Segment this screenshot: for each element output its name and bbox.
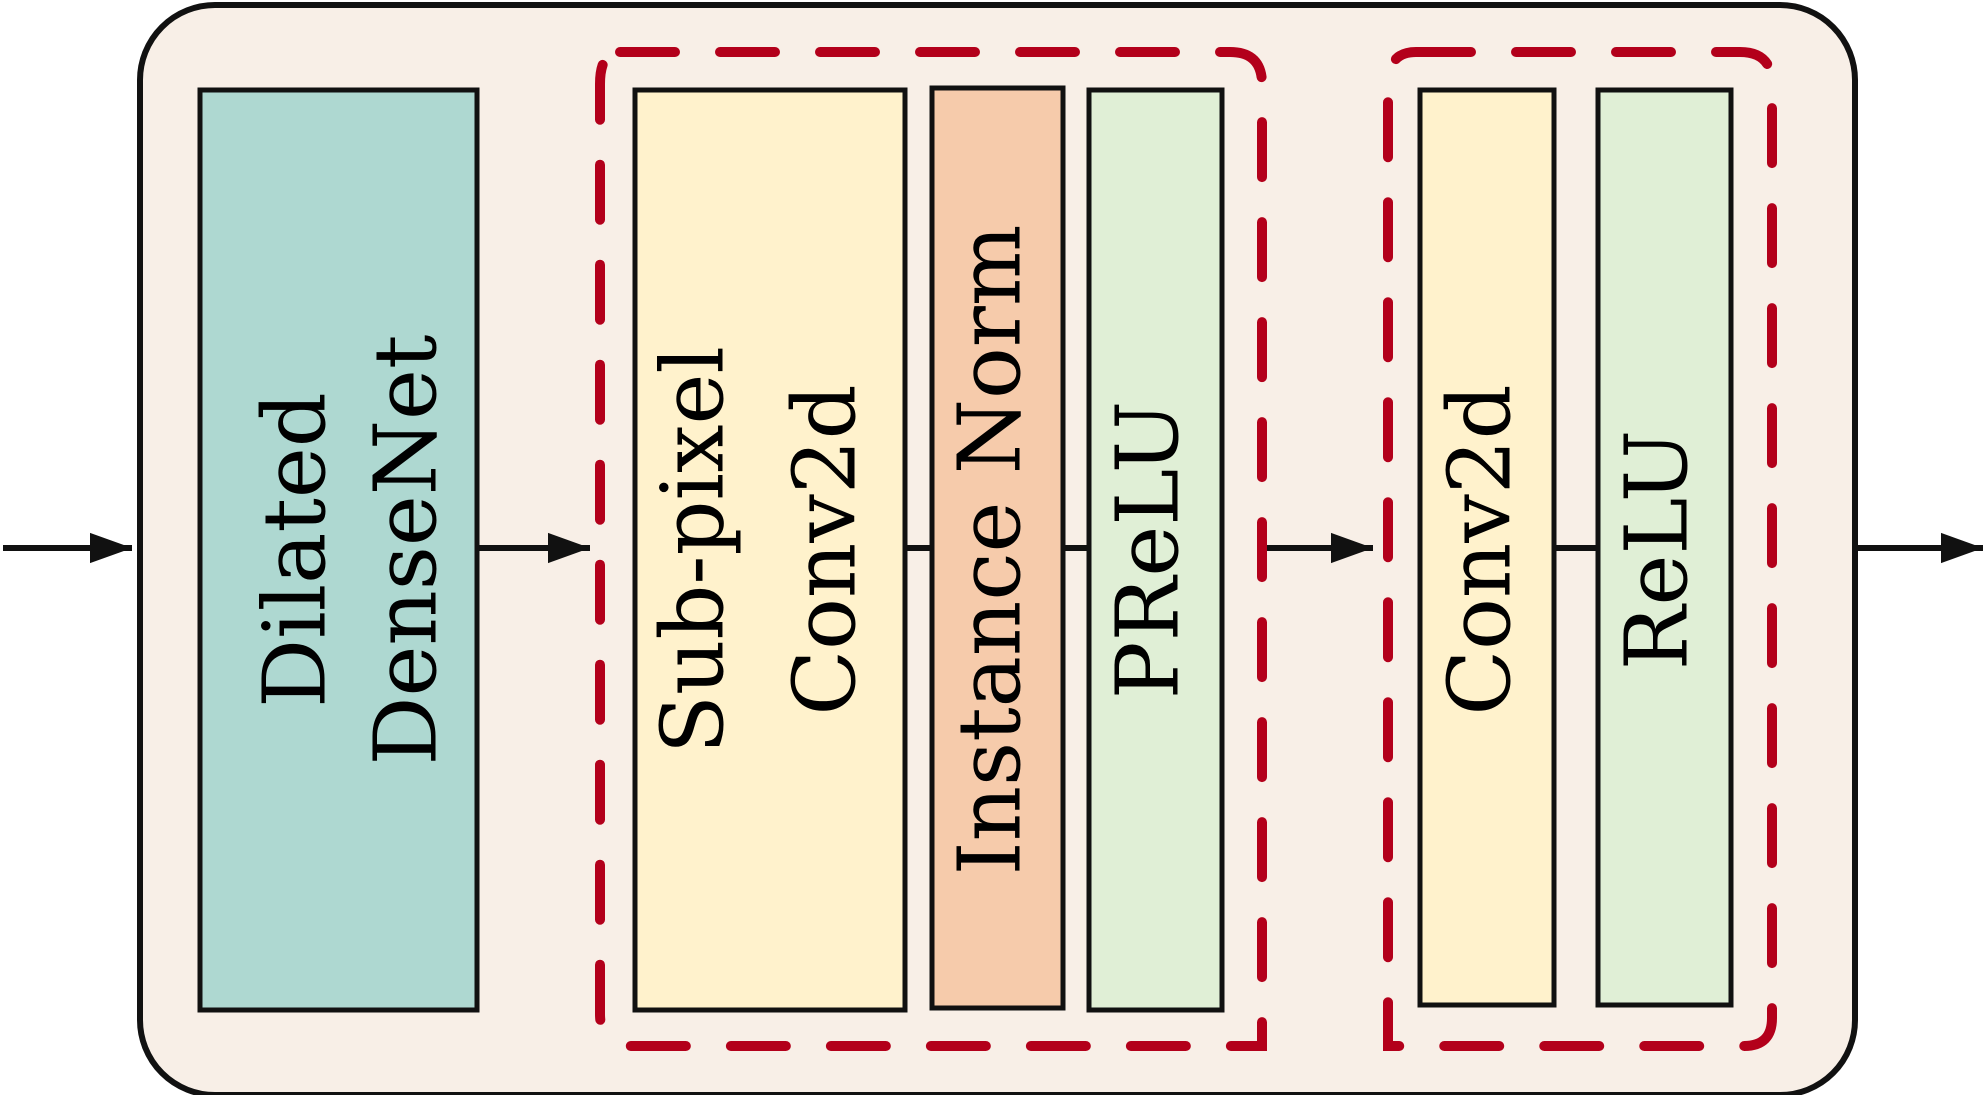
- conv2d-block: Conv2d: [1417, 87, 1557, 1008]
- subpixel-conv2d-label-line1: Sub-pixel: [644, 346, 744, 754]
- instance-norm-block: Instance Norm: [929, 85, 1066, 1011]
- relu-block: ReLU: [1595, 87, 1734, 1008]
- conv-relu-group-outline: [1383, 47, 1777, 1051]
- upsampling-group-outline: [595, 47, 1267, 1051]
- instance-norm-label: Instance Norm: [941, 225, 1041, 876]
- prelu-label: PReLU: [1099, 401, 1199, 699]
- dilated-densenet-label-line1: Dilated: [246, 392, 346, 708]
- subpixel-conv2d-label-line2: Conv2d: [776, 384, 876, 715]
- conv2d-label: Conv2d: [1431, 384, 1531, 715]
- dilated-densenet-label-line2: DenseNet: [357, 335, 457, 766]
- dilated-densenet-block: Dilated DenseNet: [197, 87, 480, 1013]
- relu-label: ReLU: [1608, 430, 1708, 671]
- subpixel-conv2d-block: Sub-pixel Conv2d: [632, 87, 908, 1013]
- prelu-block: PReLU: [1086, 87, 1225, 1013]
